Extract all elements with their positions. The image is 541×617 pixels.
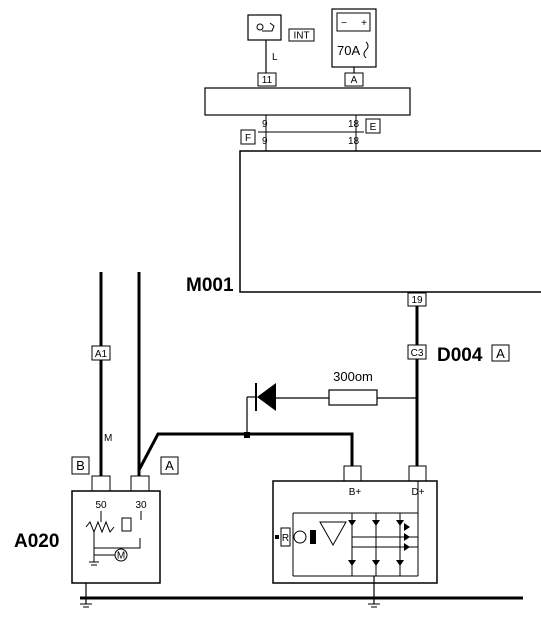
starter-label: A020 (14, 531, 59, 552)
connector-tag: A (496, 346, 505, 361)
conn-c3: C3 (411, 348, 424, 359)
alternator: B+ D+ R (272, 465, 438, 584)
alt-reg-r: R (282, 533, 289, 544)
pin-box-a (344, 72, 364, 87)
pin-18-bottom: 18 (348, 136, 360, 147)
conn-a: A (165, 458, 174, 473)
battery-minus: − (341, 18, 347, 29)
diode (255, 383, 276, 411)
starter-a020: 50 30 M (71, 475, 161, 584)
battery-plus: + (361, 18, 367, 29)
wire-a1: A1 (95, 349, 108, 360)
body-computer (204, 87, 411, 116)
conn-f-box (240, 129, 256, 145)
conn-b-box (71, 456, 90, 475)
pin-a: A (351, 75, 358, 86)
pin-18-top: 18 (348, 119, 360, 130)
conn-e: E (370, 122, 377, 133)
connector-d004: D004 (437, 345, 483, 366)
ignition-switch: INT L (247, 14, 315, 73)
ignition-tag: INT (293, 31, 309, 42)
starter-motor: M (117, 551, 125, 562)
alt-b-plus: B+ (349, 487, 362, 498)
conn-b: B (76, 458, 85, 473)
starter-pin-50: 50 (95, 500, 107, 511)
connector-tag-box (491, 344, 510, 362)
resistor (328, 389, 378, 406)
pin-box-11 (257, 72, 277, 87)
resistor-label: 300om (333, 369, 373, 384)
ignition-wire-label: L (272, 52, 278, 63)
conn-e-box (365, 118, 381, 134)
wire-m: M (104, 433, 112, 444)
battery: − + 70A (331, 8, 377, 73)
pin-11: 11 (262, 75, 273, 86)
pin-9-bottom: 9 (262, 136, 268, 147)
ecu-label: M001 (186, 275, 234, 296)
starter-pin-30: 30 (135, 500, 147, 511)
conn-a-box (160, 456, 179, 475)
conn-f: F (245, 133, 251, 144)
pin-9-top: 9 (262, 119, 268, 130)
battery-fuse-label: 70A (337, 43, 360, 58)
ecu-m001 (239, 150, 541, 293)
pin-19: 19 (411, 295, 423, 306)
